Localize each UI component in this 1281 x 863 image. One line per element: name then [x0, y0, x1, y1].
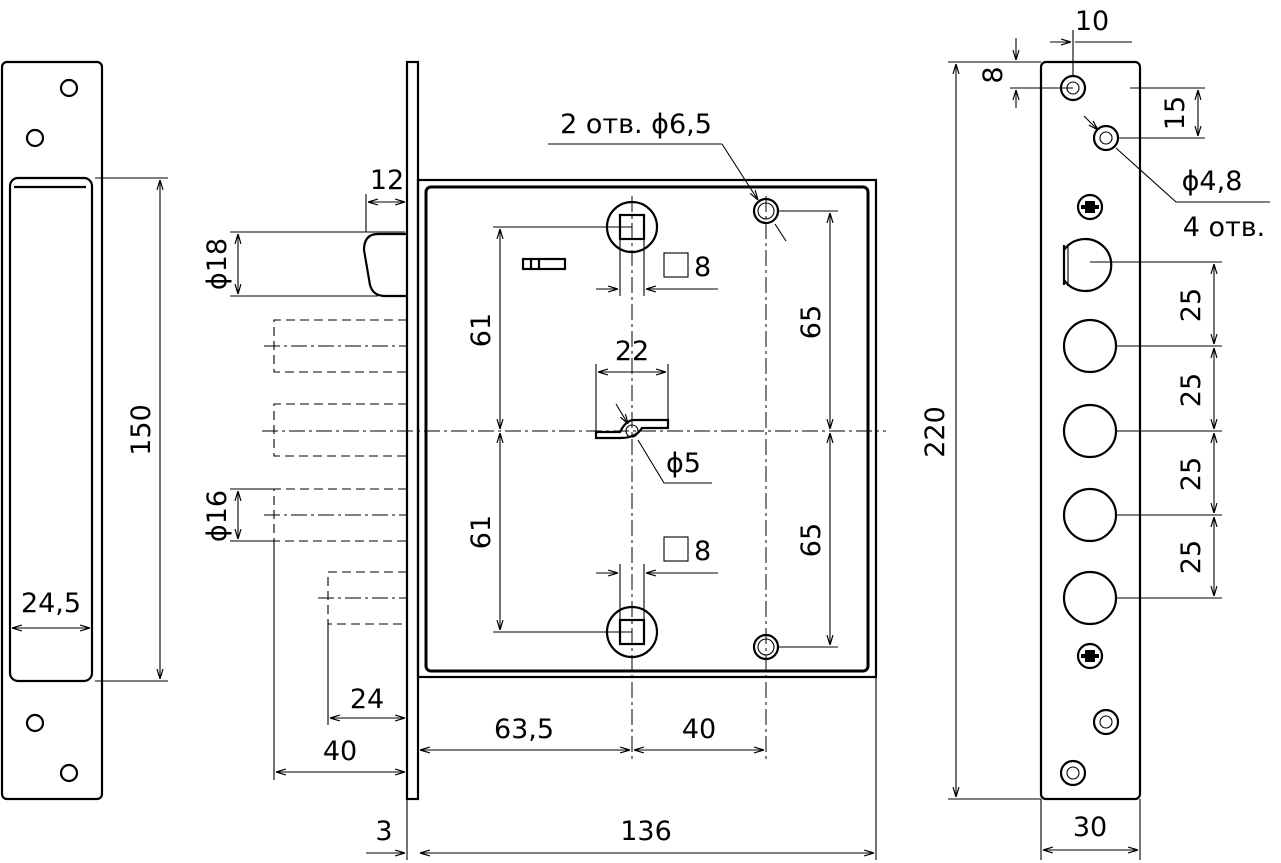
- dim-25-4: 25: [1176, 540, 1207, 574]
- dim-220: 220: [920, 406, 951, 458]
- strike-plate-outline: [0, 60, 104, 801]
- bolt-hole-3: [1062, 487, 1118, 543]
- deadbolts-dashed: [264, 319, 407, 625]
- bolt-hole-1: [1062, 318, 1118, 374]
- fixing-screw-bottom: [1076, 642, 1104, 670]
- strike-hole: [25, 128, 45, 148]
- dim-15: 15: [1160, 96, 1191, 130]
- dim-40: 40: [682, 714, 716, 745]
- dim-30: 30: [1073, 812, 1107, 843]
- dim-65-bottom: 65: [796, 523, 827, 557]
- fixing-screw-top: [1076, 193, 1104, 221]
- latch-opening: [1062, 237, 1113, 293]
- dim-phi5: ϕ5: [666, 448, 701, 479]
- strike-hole: [59, 78, 79, 98]
- label-4-holes: 4 отв.: [1183, 212, 1266, 243]
- dim-65-top: 65: [796, 305, 827, 339]
- dim-square-8-bottom: 8: [694, 536, 711, 567]
- dim-25-1: 25: [1176, 288, 1207, 322]
- strike-hole: [25, 713, 45, 733]
- screw-hole: [1092, 708, 1120, 736]
- dim-61-top: 61: [466, 313, 497, 347]
- dim-22: 22: [615, 336, 649, 367]
- dim-63-5: 63,5: [494, 714, 554, 745]
- strike-plate-slot: [8, 176, 94, 683]
- dim-square-8-top: 8: [694, 252, 711, 283]
- dim-phi4-8: ϕ4,8: [1182, 166, 1243, 197]
- dim-phi18: ϕ18: [202, 238, 233, 290]
- latch-bolt: [362, 232, 407, 298]
- indicator-slot: [521, 257, 567, 271]
- dim-136: 136: [620, 816, 672, 847]
- dim-3: 3: [375, 816, 392, 847]
- bolt-hole-4: [1062, 570, 1118, 626]
- strike-plate-view: 150 24,5: [0, 60, 168, 801]
- dim-8-top: 8: [978, 66, 1009, 83]
- dim-12: 12: [370, 165, 404, 196]
- lock-body-view: 12 ϕ18 ϕ16 61 61 8 8 22: [202, 60, 886, 860]
- bolt-hole-2: [1062, 403, 1118, 459]
- screw-hole: [1059, 759, 1087, 787]
- dim-24: 24: [350, 684, 384, 715]
- dim-25-3: 25: [1176, 457, 1207, 491]
- lock-case-inner: [424, 185, 870, 673]
- dim-24-5: 24,5: [21, 588, 81, 619]
- dim-25-2: 25: [1176, 373, 1207, 407]
- strike-hole: [59, 763, 79, 783]
- dim-40-left: 40: [323, 736, 357, 767]
- label-2-holes-6-5: 2 отв. ϕ6,5: [560, 109, 712, 140]
- lock-case-outer: [416, 178, 878, 679]
- dim-150: 150: [126, 404, 157, 456]
- faceplate-front-view: 25 25 25 25 220 8 10 15 ϕ4,8 4 отв. 30: [920, 6, 1270, 860]
- dim-10: 10: [1075, 6, 1109, 37]
- dim-phi16: ϕ16: [202, 490, 233, 542]
- dim-61-bottom: 61: [466, 515, 497, 549]
